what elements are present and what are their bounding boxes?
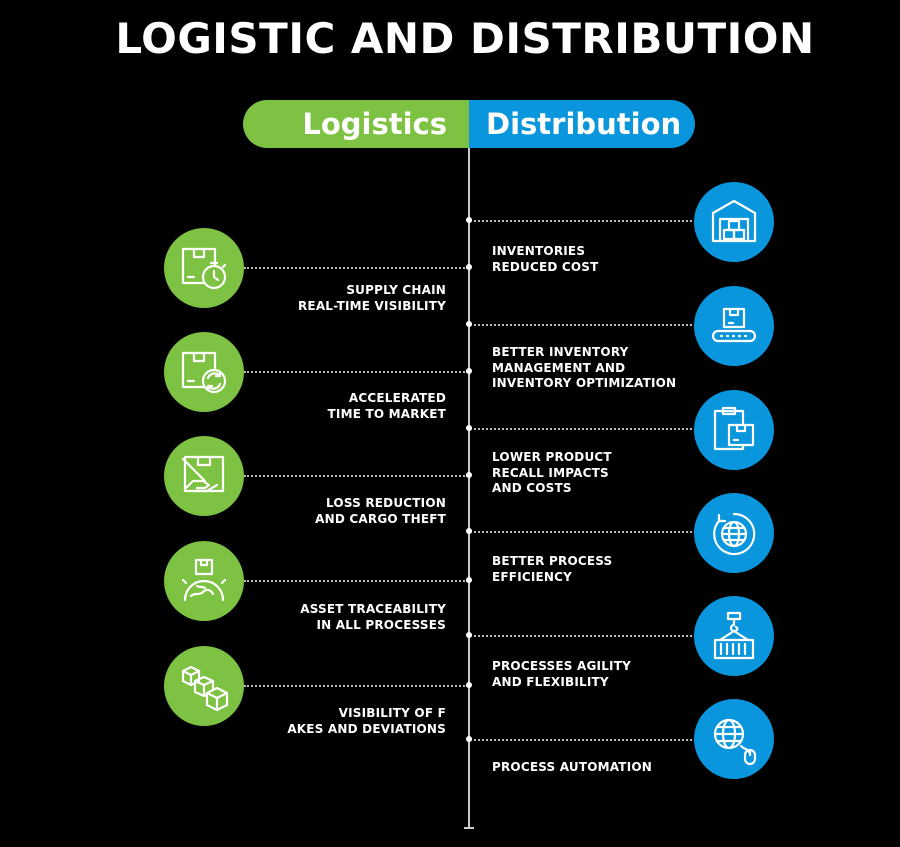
warehouse-icon [694,182,774,262]
clipboard-box-icon [694,390,774,470]
distribution-label: PROCESSES AGILITY AND FLEXIBILITY [492,659,631,689]
timeline-dot [466,682,472,688]
timeline-dot [466,632,472,638]
box-stopwatch-icon [164,228,244,308]
logistics-header-label: Logistics [302,107,447,141]
connector-line [470,428,696,430]
distribution-header-label: Distribution [486,107,682,141]
timeline-dot [466,321,472,327]
timeline-dot [466,264,472,270]
conveyor-box-icon [694,286,774,366]
logistics-label: VISIBILITY OF F AKES AND DEVIATIONS [287,706,446,736]
timeline-dot [466,472,472,478]
logistics-header-pill: Logistics [243,100,469,148]
distribution-label: LOWER PRODUCT RECALL IMPACTS AND COSTS [492,450,612,495]
box-hand-icon [164,436,244,516]
timeline-axis-end [464,827,474,829]
distribution-header-pill: Distribution [469,100,695,148]
connector-line [470,324,696,326]
connector-line [244,685,468,687]
timeline-dot [466,425,472,431]
connector-line [470,220,696,222]
page-title: LOGISTIC AND DISTRIBUTION [115,14,815,63]
distribution-label: PROCESS AUTOMATION [492,760,653,774]
logistics-label: SUPPLY CHAIN REAL-TIME VISIBILITY [297,283,446,313]
connector-line [244,371,468,373]
connector-line [244,475,468,477]
connector-line [244,267,468,269]
box-globe-icon [164,541,244,621]
timeline-dot [466,528,472,534]
globe-cycle-icon [694,493,774,573]
timeline-dot [466,736,472,742]
logistics-label: ASSET TRACEABILITY IN ALL PROCESSES [300,602,446,632]
logistics-label: LOSS REDUCTION AND CARGO THEFT [315,496,446,526]
distribution-label: INVENTORIES REDUCED COST [492,244,599,274]
connector-line [244,580,468,582]
distribution-label: BETTER INVENTORY MANAGEMENT AND INVENTOR… [492,345,677,390]
logistics-label: ACCELERATED TIME TO MARKET [327,391,446,421]
crane-container-icon [694,596,774,676]
connector-line [470,531,696,533]
box-refresh-icon [164,332,244,412]
distribution-label: BETTER PROCESS EFFICIENCY [492,554,613,584]
connector-line [470,739,696,741]
connector-line [470,635,696,637]
timeline-dot [466,577,472,583]
stacked-boxes-icon [164,646,244,726]
timeline-axis [468,148,470,829]
timeline-dot [466,217,472,223]
globe-mouse-icon [694,699,774,779]
timeline-dot [466,368,472,374]
